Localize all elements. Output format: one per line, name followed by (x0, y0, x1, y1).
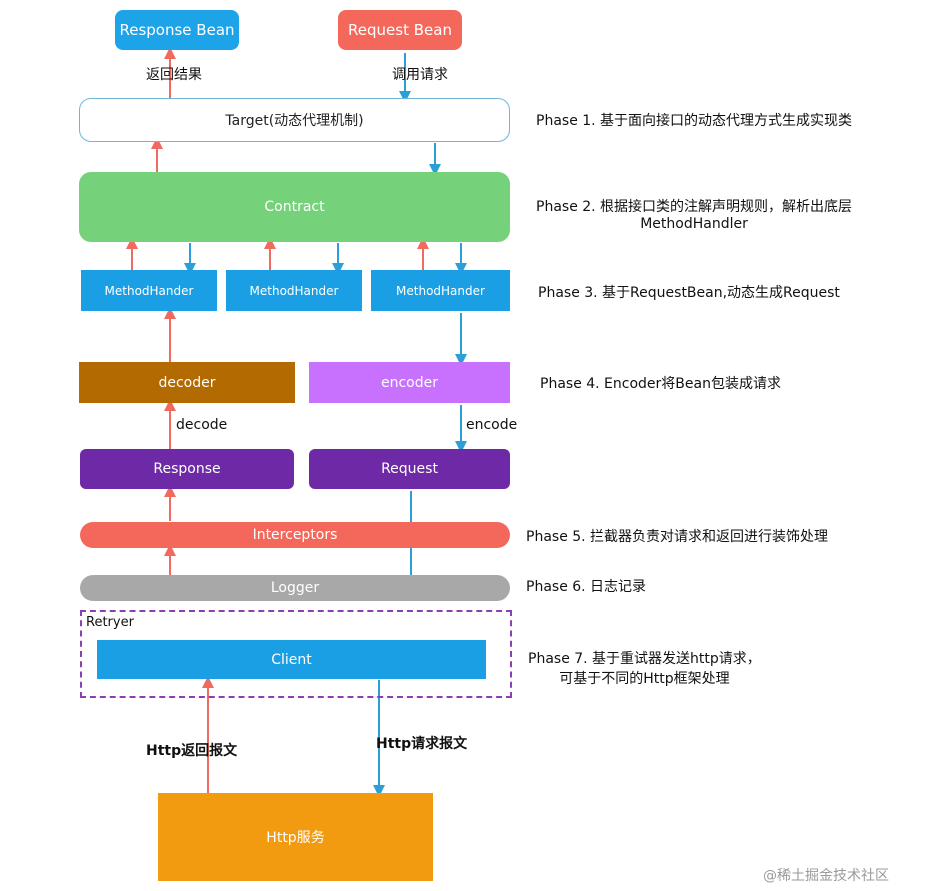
http-response-label: Http返回报文 (146, 743, 238, 759)
phase-6-text: Phase 6. 日志记录 (526, 579, 647, 595)
retryer-container (80, 610, 512, 698)
client-box: Client (97, 640, 486, 679)
response-box: Response (80, 449, 294, 489)
phase-7-text: Phase 7. 基于重试器发送http请求， 可基于不同的Http框架处理 (528, 651, 761, 687)
phase-5-text: Phase 5. 拦截器负责对请求和返回进行装饰处理 (526, 529, 829, 545)
encoder-box: encoder (309, 362, 510, 403)
decoder-box: decoder (79, 362, 295, 403)
decode-label: decode (176, 417, 228, 433)
contract-box: Contract (79, 172, 510, 242)
http-request-label: Http请求报文 (376, 736, 468, 752)
request-box: Request (309, 449, 510, 489)
phase-2-text: Phase 2. 根据接口类的注解声明规则，解析出底层 MethodHandle… (536, 199, 853, 232)
target-box: Target(动态代理机制) (79, 98, 510, 142)
watermark-text: @稀土掘金技术社区 (763, 868, 889, 884)
phase-3-text: Phase 3. 基于RequestBean,动态生成Request (538, 285, 840, 301)
method-handler-2: MethodHander (226, 270, 362, 311)
logger-bar: Logger (80, 575, 510, 601)
response-bean-box: Response Bean (115, 10, 239, 50)
return-result-label: 返回结果 (146, 67, 202, 83)
method-handler-1: MethodHander (81, 270, 217, 311)
phase-4-text: Phase 4. Encoder将Bean包装成请求 (540, 376, 781, 392)
request-bean-box: Request Bean (338, 10, 462, 50)
retryer-label: Retryer (86, 615, 134, 630)
encode-label: encode (466, 417, 518, 433)
http-service-box: Http服务 (158, 793, 433, 881)
call-request-label: 调用请求 (392, 67, 448, 83)
method-handler-3: MethodHander (371, 270, 510, 311)
phase-1-text: Phase 1. 基于面向接口的动态代理方式生成实现类 (536, 113, 853, 129)
interceptors-bar: Interceptors (80, 522, 510, 548)
